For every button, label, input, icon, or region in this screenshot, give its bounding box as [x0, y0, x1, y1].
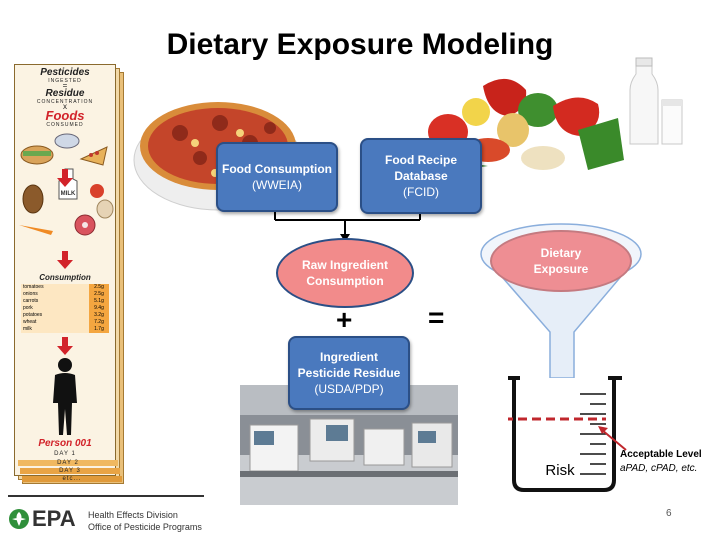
- strip-day-1: DAY 1: [54, 451, 76, 457]
- connector-lines: [274, 210, 421, 242]
- food-items-illustration: [19, 133, 114, 236]
- strip-ingested: INGESTED: [48, 78, 82, 84]
- footer-office: Office of Pesticide Programs: [88, 522, 202, 532]
- left-strip-illustration: Pesticides INGESTED = Residue CONCENTRAT…: [14, 64, 124, 484]
- ingredient-residue-label-1: Ingredient: [319, 350, 378, 364]
- strip-concentration: CONCENTRATION: [36, 99, 94, 105]
- acceptable-level-arrow: [598, 426, 627, 451]
- strip-panel: Pesticides INGESTED = Residue CONCENTRAT…: [14, 64, 116, 476]
- epa-flower-icon: [9, 509, 29, 529]
- beaker-shape: [508, 376, 622, 492]
- person-silhouette-icon: [53, 358, 77, 435]
- strip-day-2: DAY 2: [18, 460, 118, 466]
- strip-residue: Residue: [45, 88, 85, 99]
- epa-logo: EPA: [8, 506, 84, 532]
- dietary-exposure-label-1: Dietary: [540, 246, 582, 260]
- strip-milk-label: MILK: [60, 191, 76, 197]
- raw-ingredient-label-1: Raw Ingredient: [301, 258, 388, 272]
- strip-consumed: CONSUMED: [46, 122, 84, 128]
- food-recipe-label-1: Food Recipe: [384, 153, 457, 167]
- beaker-risk-label: Risk: [540, 462, 580, 479]
- milk-image: [629, 57, 683, 145]
- strip-equals: =: [62, 81, 68, 90]
- strip-day-etc: etc...: [22, 476, 122, 482]
- dietary-exposure-label-2: Exposure: [533, 262, 589, 276]
- ingredient-residue-box: Ingredient Pesticide Residue (USDA/PDP): [288, 336, 410, 410]
- equals-operator: =: [428, 302, 445, 333]
- food-recipe-source: (FCID): [403, 185, 439, 199]
- footer-divider: [8, 495, 204, 497]
- food-recipe-label-2: Database: [394, 169, 448, 183]
- strip-consumption: Consumption: [39, 273, 91, 282]
- strip-arrow-2: [57, 251, 73, 269]
- food-consumption-source: (WWEIA): [252, 178, 302, 192]
- acceptable-level-label: Acceptable Level: [620, 449, 702, 460]
- page-number: 6: [666, 508, 672, 519]
- strip-foods: Foods: [45, 108, 85, 123]
- food-consumption-box: Food Consumption (WWEIA): [216, 142, 338, 212]
- strip-person: Person 001: [38, 438, 92, 449]
- ingredient-residue-label-2: Pesticide Residue: [297, 366, 401, 380]
- strip-arrow-1: [57, 169, 73, 187]
- strip-times: x: [63, 102, 67, 111]
- epa-logo-text: EPA: [32, 506, 76, 531]
- strip-pesticides: Pesticides: [40, 67, 90, 78]
- food-recipe-box: Food Recipe Database (FCID): [360, 138, 482, 214]
- strip-day-3: DAY 3: [20, 468, 120, 474]
- strip-arrow-3: [57, 337, 73, 355]
- footer-division: Health Effects Division: [88, 510, 178, 520]
- acceptable-level-examples: aPAD, cPAD, etc.: [620, 463, 698, 474]
- raw-ingredient-ellipse: Raw Ingredient Consumption: [276, 238, 414, 308]
- raw-ingredient-label-2: Consumption: [306, 274, 384, 288]
- page-title: Dietary Exposure Modeling: [166, 28, 554, 61]
- plus-operator: +: [336, 304, 353, 335]
- food-consumption-label: Food Consumption: [222, 162, 332, 176]
- dietary-exposure-ellipse: Dietary Exposure: [490, 230, 632, 292]
- ingredient-residue-source: (USDA/PDP): [314, 382, 384, 396]
